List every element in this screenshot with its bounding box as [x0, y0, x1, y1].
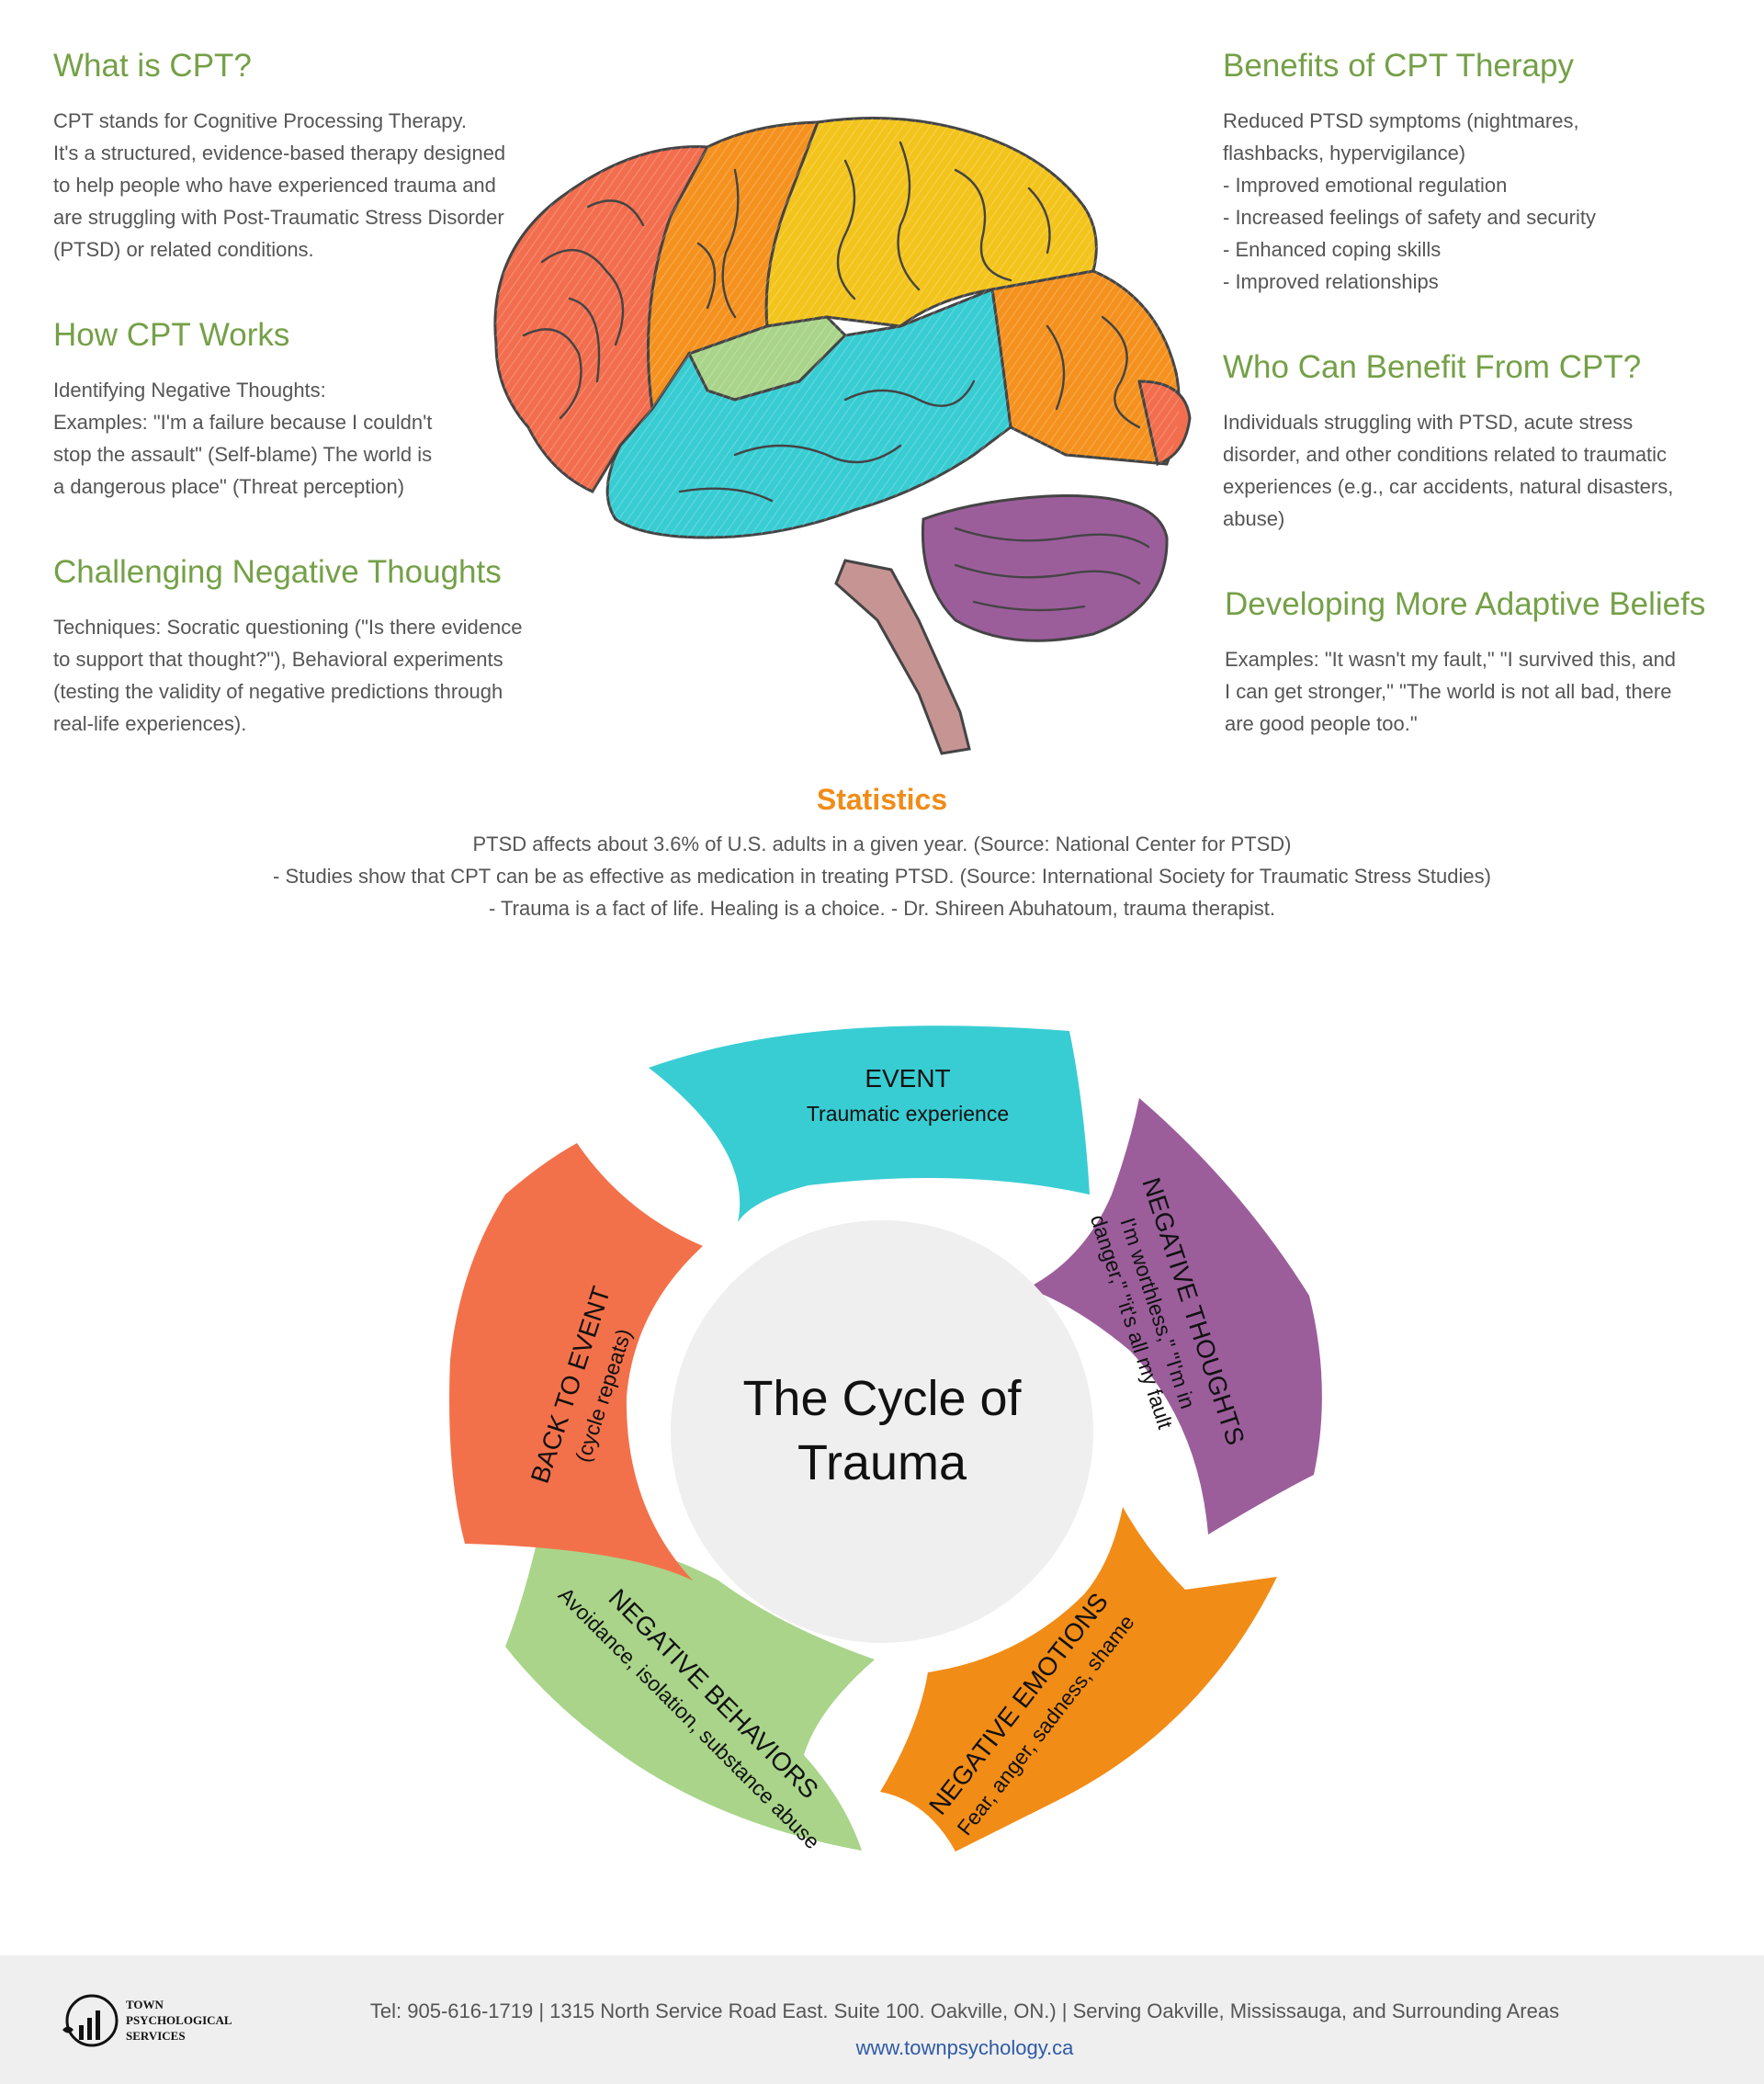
footer-website-link[interactable]: www.townpsychology.ca: [855, 2036, 1074, 2059]
who-benefits-body: Individuals struggling with PTSD, acute …: [1223, 411, 1674, 530]
cycle-event-title: EVENT: [865, 1064, 950, 1093]
cycle-segment-negative-thoughts: [1027, 1098, 1322, 1535]
statistics-section: Statistics PTSD affects about 3.6% of U.…: [165, 783, 1599, 924]
cycle-title-line-1: The Cycle of: [742, 1371, 1022, 1426]
section-how-cpt-works: How CPT Works Identifying Negative Thoug…: [53, 317, 568, 503]
statistics-line-2: - Studies show that CPT can be as effect…: [273, 865, 1491, 888]
cycle-segment-negative-emotions: [880, 1507, 1277, 1852]
town-psychological-logo: TOWN PSYCHOLOGICAL SERVICES: [62, 1994, 232, 2047]
footer: TOWN PSYCHOLOGICAL SERVICES Tel: 905-616…: [0, 1955, 1764, 2084]
brain-illustration: [493, 117, 1192, 755]
cycle-segment-event: [649, 1025, 1090, 1222]
logo-text-line-1: TOWN: [126, 1998, 164, 2011]
section-who-benefits: Who Can Benefit From CPT? Individuals st…: [1223, 349, 1737, 535]
who-benefits-heading: Who Can Benefit From CPT?: [1223, 349, 1642, 385]
cycle-event-subtitle: Traumatic experience: [807, 1102, 1009, 1126]
what-is-cpt-heading: What is CPT?: [53, 48, 252, 84]
brain-stem: [834, 559, 971, 755]
benefits-body: Reduced PTSD symptoms (nightmares, flash…: [1223, 109, 1596, 293]
challenging-body: Techniques: Socratic questioning ("Is th…: [53, 616, 523, 735]
what-is-cpt-body: CPT stands for Cognitive Processing Ther…: [53, 109, 506, 261]
cycle-of-trauma-diagram: EVENT Traumatic experience NEGATIVE THOU…: [449, 1025, 1322, 1853]
challenging-heading: Challenging Negative Thoughts: [53, 554, 502, 590]
adaptive-beliefs-heading: Developing More Adaptive Beliefs: [1225, 586, 1706, 622]
adaptive-beliefs-body: Examples: "It wasn't my fault," "I survi…: [1225, 648, 1677, 735]
section-adaptive-beliefs: Developing More Adaptive Beliefs Example…: [1225, 586, 1748, 740]
footer-contact: Tel: 905-616-1719 | 1315 North Service R…: [369, 1999, 1560, 2022]
logo-text-line-3: SERVICES: [126, 2029, 186, 2043]
statistics-line-1: PTSD affects about 3.6% of U.S. adults i…: [472, 832, 1292, 855]
cycle-title-line-2: Trauma: [797, 1435, 967, 1490]
cycle-center: [671, 1220, 1093, 1643]
section-challenging: Challenging Negative Thoughts Techniques…: [53, 554, 586, 740]
cycle-segment-back-to-event: [449, 1143, 703, 1580]
section-benefits: Benefits of CPT Therapy Reduced PTSD sym…: [1223, 48, 1737, 298]
how-cpt-works-body: Identifying Negative Thoughts: Examples:…: [53, 379, 433, 498]
how-cpt-works-heading: How CPT Works: [53, 317, 290, 353]
benefits-heading: Benefits of CPT Therapy: [1223, 48, 1574, 84]
statistics-heading: Statistics: [816, 783, 948, 816]
cycle-segment-negative-behaviors: [505, 1538, 875, 1851]
statistics-line-3: - Trauma is a fact of life. Healing is a…: [489, 897, 1275, 920]
logo-text-line-2: PSYCHOLOGICAL: [126, 2013, 232, 2027]
cerebellum: [921, 494, 1169, 642]
section-what-is-cpt: What is CPT? CPT stands for Cognitive Pr…: [53, 48, 568, 266]
